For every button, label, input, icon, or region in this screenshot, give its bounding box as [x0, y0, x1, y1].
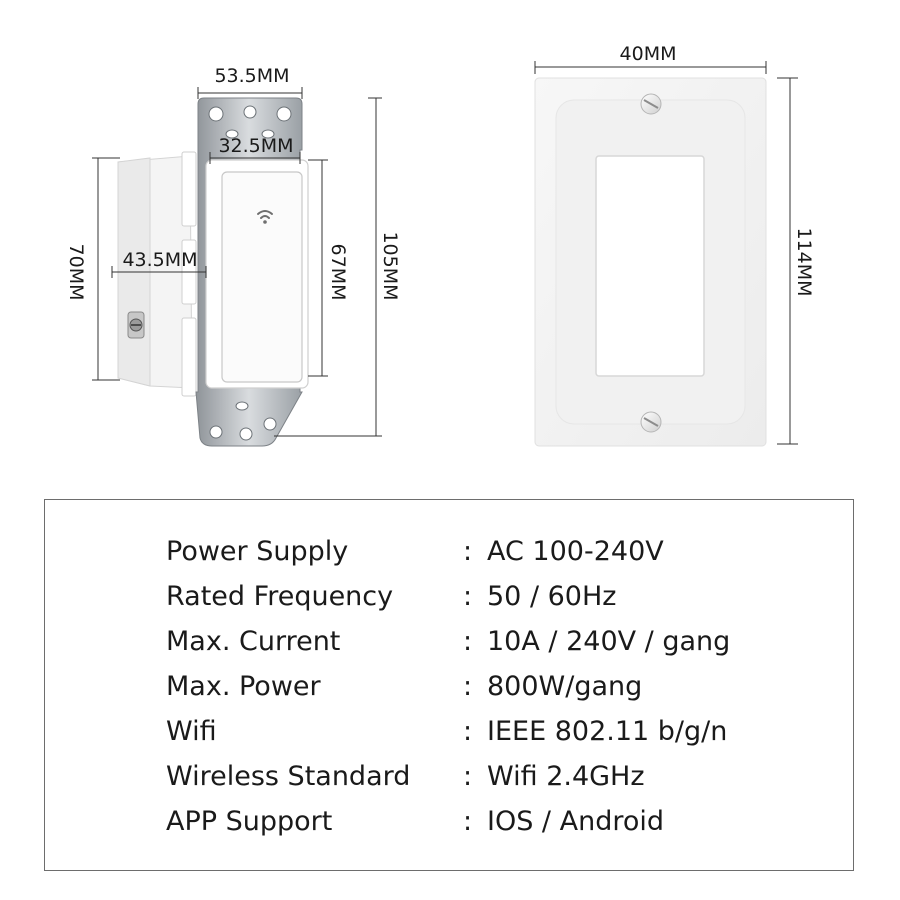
spec-label: APP Support [166, 806, 333, 837]
spec-separator: : [463, 671, 473, 702]
product-dimension-drawing: 53.5MM 32.5MM 43.5MM 70MM 67MM 105MM [65, 43, 815, 447]
dimension-line-body-height [92, 157, 120, 381]
spec-row-wireless-standard: Wireless Standard : Wifi 2.4GHz [45, 757, 853, 797]
screw-terminal-icon [127, 311, 145, 339]
spec-separator: : [463, 716, 473, 747]
spec-value: IEEE 802.11 b/g/n [487, 716, 728, 747]
spec-value: 10A / 240V / gang [487, 626, 731, 657]
dimension-label-total-height: 105MM [379, 231, 401, 300]
wall-plate-image [534, 77, 767, 447]
dimension-line-paddle-width [209, 152, 301, 164]
dimension-line-paddle-height [308, 159, 328, 377]
dimension-label-top-width: 53.5MM [214, 65, 289, 87]
spec-label: Wifi [166, 716, 217, 747]
spec-row-max-power: Max. Power : 800W/gang [45, 667, 853, 707]
dimension-label-plate-height: 114MM [793, 227, 815, 296]
spec-row-wifi: Wifi : IEEE 802.11 b/g/n [45, 712, 853, 752]
dimension-label-body-height: 70MM [65, 244, 87, 301]
spec-label: Max. Power [166, 671, 321, 702]
screw-icon [640, 411, 662, 433]
dimension-line-plate-height [777, 77, 798, 445]
dimension-label-depth: 43.5MM [122, 249, 197, 271]
spec-label: Power Supply [166, 536, 349, 567]
spec-value: AC 100-240V [487, 536, 664, 567]
dimension-label-paddle-width: 32.5MM [218, 135, 293, 157]
spec-separator: : [463, 581, 473, 612]
spec-separator: : [463, 761, 473, 792]
spec-row-max-current: Max. Current : 10A / 240V / gang [45, 622, 853, 662]
screw-icon [640, 93, 662, 115]
spec-separator: : [463, 626, 473, 657]
dimension-line-total-height [274, 97, 382, 437]
spec-separator: : [463, 806, 473, 837]
smart-switch-image [117, 97, 309, 447]
dimension-line-depth [111, 266, 207, 278]
dimension-line-top-width [197, 87, 303, 99]
spec-label: Max. Current [166, 626, 341, 657]
spec-value: Wifi 2.4GHz [487, 761, 645, 792]
spec-value: 50 / 60Hz [487, 581, 617, 612]
spec-row-power-supply: Power Supply : AC 100-240V [45, 532, 853, 572]
specifications-panel: Power Supply : AC 100-240V Rated Frequen… [44, 499, 854, 871]
spec-label: Wireless Standard [166, 761, 411, 792]
spec-row-rated-frequency: Rated Frequency : 50 / 60Hz [45, 577, 853, 617]
spec-separator: : [463, 536, 473, 567]
dimension-line-plate-width [534, 61, 767, 74]
spec-value: IOS / Android [487, 806, 665, 837]
spec-row-app-support: APP Support : IOS / Android [45, 802, 853, 842]
wifi-icon [257, 210, 273, 224]
dimension-label-paddle-height: 67MM [327, 244, 349, 301]
spec-label: Rated Frequency [166, 581, 394, 612]
dimension-label-plate-width: 40MM [620, 43, 677, 65]
spec-value: 800W/gang [487, 671, 643, 702]
